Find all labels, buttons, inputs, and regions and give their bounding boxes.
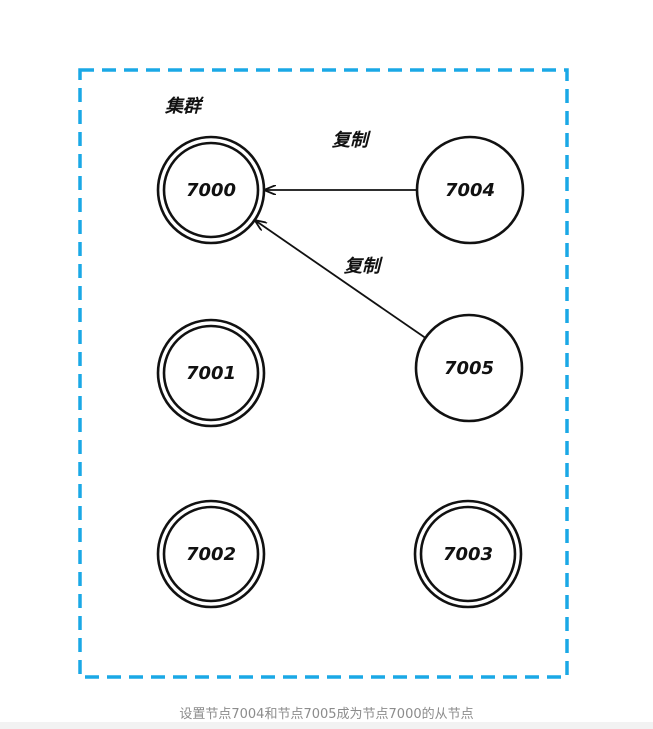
node-label: 7003 — [443, 544, 493, 565]
node-inner-ring — [162, 324, 260, 422]
node-inner-ring — [162, 141, 260, 239]
node-7002: 7002 — [156, 499, 266, 609]
node-label: 7001 — [186, 363, 236, 384]
replication-arrow-7005-7000 — [255, 221, 426, 339]
node-label: 7004 — [445, 180, 495, 201]
node-circle — [415, 135, 525, 245]
node-label: 7005 — [444, 358, 494, 379]
edge-label: 复制 — [344, 256, 383, 277]
page-bottom-strip — [0, 722, 653, 729]
edge-label: 复制 — [332, 130, 371, 151]
node-7001: 7001 — [156, 318, 266, 428]
node-circle — [156, 499, 266, 609]
figure-caption: 设置节点7004和节点7005成为节点7000的从节点 — [179, 707, 474, 722]
node-inner-ring — [419, 505, 517, 603]
node-7003: 7003 — [413, 499, 523, 609]
node-7004: 7004 — [415, 135, 525, 245]
node-7005: 7005 — [414, 313, 524, 423]
node-7000: 7000 — [156, 135, 266, 245]
node-inner-ring — [162, 505, 260, 603]
node-circle — [156, 318, 266, 428]
node-label: 7002 — [186, 544, 236, 565]
node-circle — [156, 135, 266, 245]
node-circle — [413, 499, 523, 609]
node-label: 7000 — [186, 180, 236, 201]
cluster-label: 集群 — [164, 96, 204, 117]
cluster-boundary — [78, 68, 569, 679]
node-circle — [414, 313, 524, 423]
